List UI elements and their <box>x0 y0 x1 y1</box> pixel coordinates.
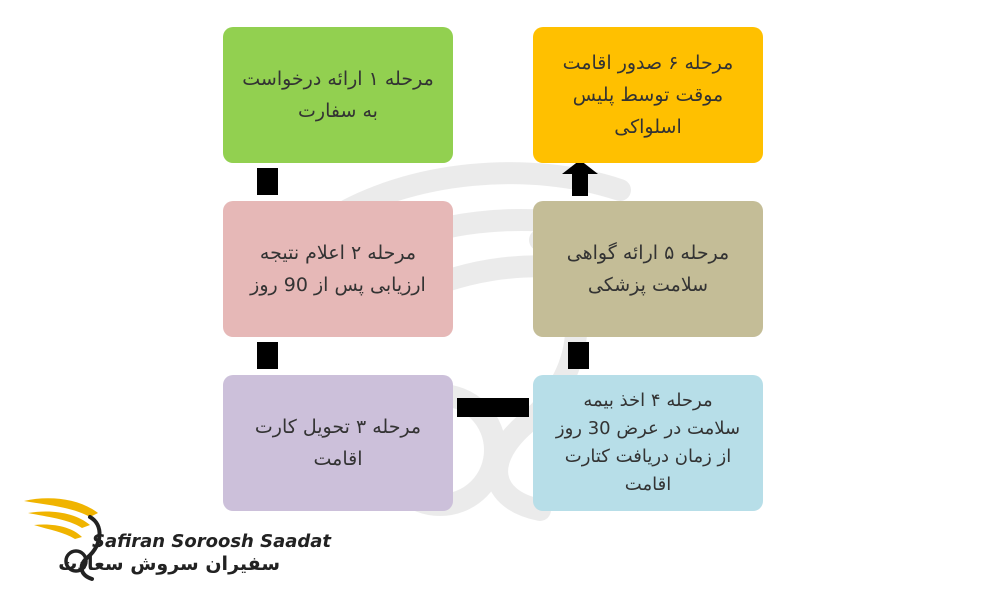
logo-name-english: Safiran Soroosh Saadat <box>92 531 332 552</box>
step-1-text: مرحله ۱ ارائه درخواست به سفارت <box>242 67 434 122</box>
step-6-text: مرحله ۶ صدور اقامت موقت توسط پلیس اسلواک… <box>562 51 734 139</box>
step-1-box: مرحله ۱ ارائه درخواست به سفارت <box>223 27 453 163</box>
connector-1-2 <box>257 168 278 195</box>
connector-2-3 <box>257 342 278 369</box>
step-6-box: مرحله ۶ صدور اقامت موقت توسط پلیس اسلواک… <box>533 27 763 163</box>
swan-logo-icon <box>24 498 102 581</box>
connector-4-5 <box>568 342 589 369</box>
connector-3-4 <box>457 398 529 417</box>
step-4-text: مرحله ۴ اخذ بیمه سلامت در عرض 30 روز از … <box>555 390 741 495</box>
step-5-text: مرحله ۵ ارائه گواهی سلامت پزشکی <box>566 241 730 296</box>
step-5-box: مرحله ۵ ارائه گواهی سلامت پزشکی <box>533 201 763 337</box>
logo-name-persian: سفیران سروش سعادت <box>58 553 280 575</box>
step-2-box: مرحله ۲ اعلام نتیجه ارزیابی پس از 90 روز <box>223 201 453 337</box>
step-3-text: مرحله ۳ تحویل کارت اقامت <box>254 415 422 470</box>
step-3-box: مرحله ۳ تحویل کارت اقامت <box>223 375 453 511</box>
step-4-box: مرحله ۴ اخذ بیمه سلامت در عرض 30 روز از … <box>533 375 763 511</box>
arrow-5-to-6 <box>562 160 598 196</box>
step-2-text: مرحله ۲ اعلام نتیجه ارزیابی پس از 90 روز <box>250 241 426 296</box>
